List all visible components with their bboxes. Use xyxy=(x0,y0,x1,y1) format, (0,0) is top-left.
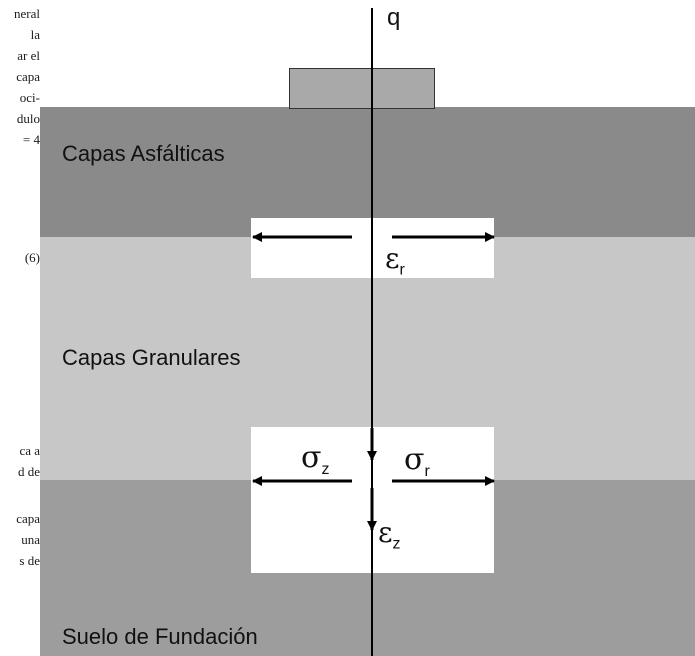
sigma-z-main: σ xyxy=(301,440,322,475)
cropped-line: capa xyxy=(16,511,40,526)
cropped-line: = 4 xyxy=(22,132,40,147)
epsilon-r-sub: r xyxy=(399,261,405,279)
cropped-line: s de xyxy=(19,553,40,568)
sigma-z-symbol: σz xyxy=(301,440,329,479)
cropped-line: capa xyxy=(16,69,40,84)
epsilon-r-symbol: εr xyxy=(385,242,405,280)
cropped-line: ca a xyxy=(19,443,40,458)
asphalt-layer xyxy=(40,107,695,237)
cropped-line: oci- xyxy=(19,90,40,105)
cropped-text-top: neral la ar el capa oci- dulo = 4 xyxy=(0,3,40,150)
epsilon-z-symbol: εz xyxy=(378,516,401,554)
cropped-line: la xyxy=(30,27,40,42)
granular-layer-label: Capas Granulares xyxy=(62,345,241,370)
sigma-z-sub: z xyxy=(321,461,330,478)
epsilon-z-main: ε xyxy=(378,516,393,549)
cropped-line: una xyxy=(21,532,40,547)
sigma-r-symbol: σr xyxy=(404,442,430,481)
cropped-text-mid: ca a d de xyxy=(0,440,40,482)
sigma-r-main: σ xyxy=(404,442,425,477)
equation-number: (6) xyxy=(24,250,40,265)
sigma-r-sub: r xyxy=(424,463,430,480)
cropped-text-bottom: capa una s de xyxy=(0,508,40,571)
epsilon-r-main: ε xyxy=(385,242,400,275)
subgrade-layer-label: Suelo de Fundación xyxy=(62,624,258,649)
cropped-line: ar el xyxy=(17,48,40,63)
epsilon-z-sub: z xyxy=(392,535,401,553)
cropped-line: neral xyxy=(14,6,40,21)
asphalt-layer-label: Capas Asfálticas xyxy=(62,141,225,166)
load-label: q xyxy=(387,4,401,31)
cropped-line: dulo xyxy=(16,111,40,126)
cropped-line: d de xyxy=(17,464,40,479)
load-pad xyxy=(289,68,435,109)
